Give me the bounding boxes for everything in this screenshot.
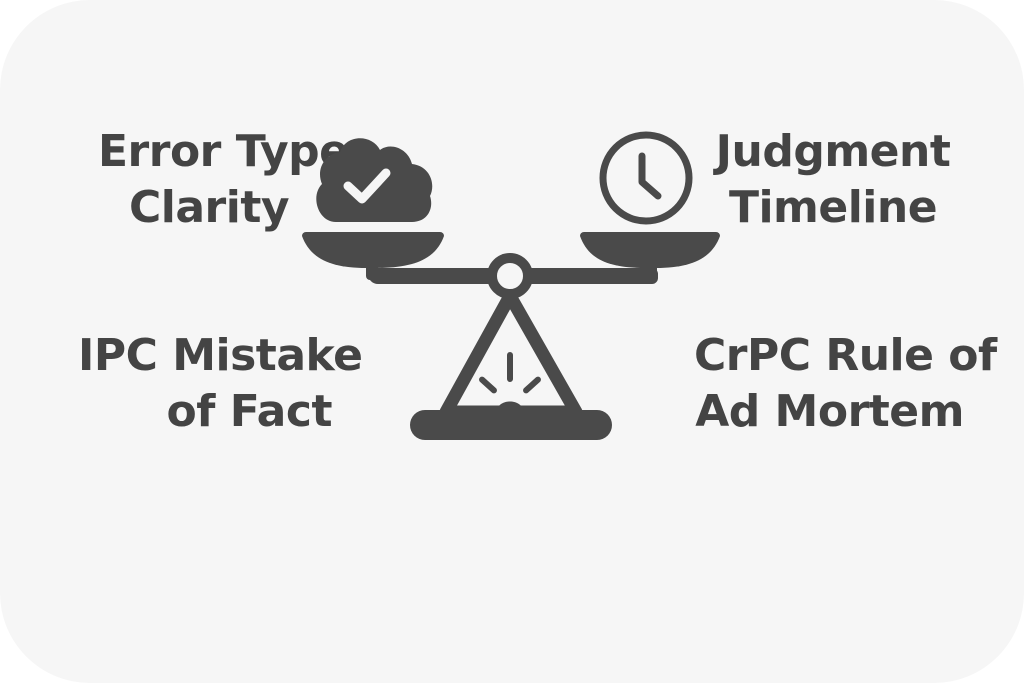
scale-base: [410, 410, 612, 440]
clock-icon: [599, 131, 693, 225]
scale-base-bump: [496, 401, 524, 412]
scale-right-pan: [580, 232, 720, 268]
label-judgment-timeline: Judgment Timeline: [714, 124, 952, 236]
scale-ray: [507, 352, 513, 382]
label-line: CrPC Rule of: [694, 330, 997, 381]
scale-ray: [479, 376, 497, 394]
label-crpc-rule-of-ad-mortem: CrPC Rule of Ad Mortem: [694, 328, 997, 440]
label-error-type-clarity: Error Type Clarity: [98, 124, 349, 236]
label-line: Clarity: [128, 182, 290, 233]
label-ipc-mistake-of-fact: IPC Mistake of Fact: [78, 328, 363, 440]
clock-hands: [638, 152, 662, 200]
label-line: Ad Mortem: [695, 386, 964, 437]
label-line: IPC Mistake: [78, 330, 363, 381]
label-line: Timeline: [728, 182, 938, 233]
scale-left-pan: [302, 232, 444, 268]
scale-pivot: [487, 253, 533, 299]
cloud-check-icon: [316, 138, 433, 222]
label-line: Judgment: [715, 126, 951, 177]
clock-face: [599, 131, 693, 225]
label-line: of Fact: [166, 386, 333, 437]
check-mark: [343, 168, 391, 204]
scale-ray: [523, 376, 541, 394]
label-line: Error Type: [98, 126, 349, 177]
